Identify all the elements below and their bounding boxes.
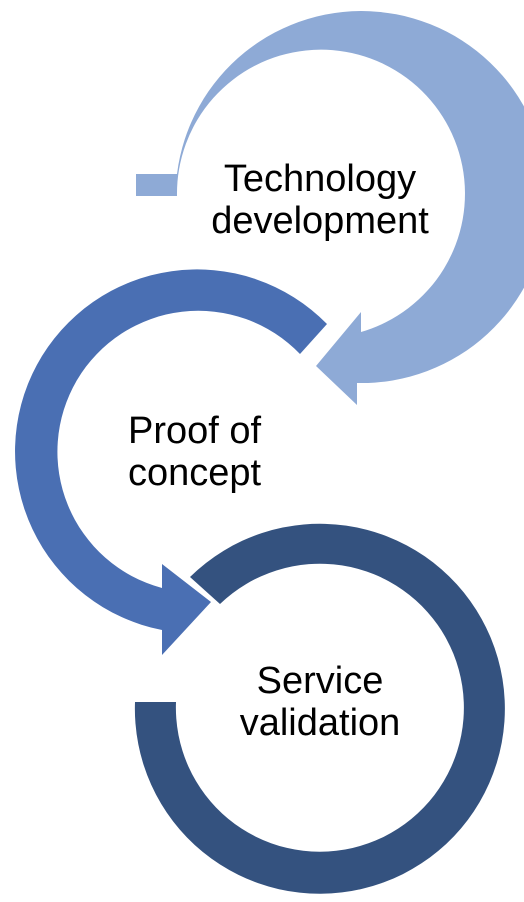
stage-label-line: Service bbox=[256, 660, 384, 702]
stage-label-line: validation bbox=[239, 702, 401, 744]
arc-technology bbox=[136, 11, 524, 405]
stage-label-line: concept bbox=[128, 452, 262, 494]
stage-label-technology: Technology development bbox=[190, 158, 450, 242]
stage-label-service: Service validation bbox=[230, 660, 410, 744]
stage-label-proof: Proof of concept bbox=[128, 410, 261, 494]
stage-label-line: Proof of bbox=[128, 410, 262, 452]
arc-proof bbox=[15, 269, 327, 655]
stage-label-line: development bbox=[211, 200, 429, 242]
stage-label-line: Technology bbox=[223, 158, 417, 200]
